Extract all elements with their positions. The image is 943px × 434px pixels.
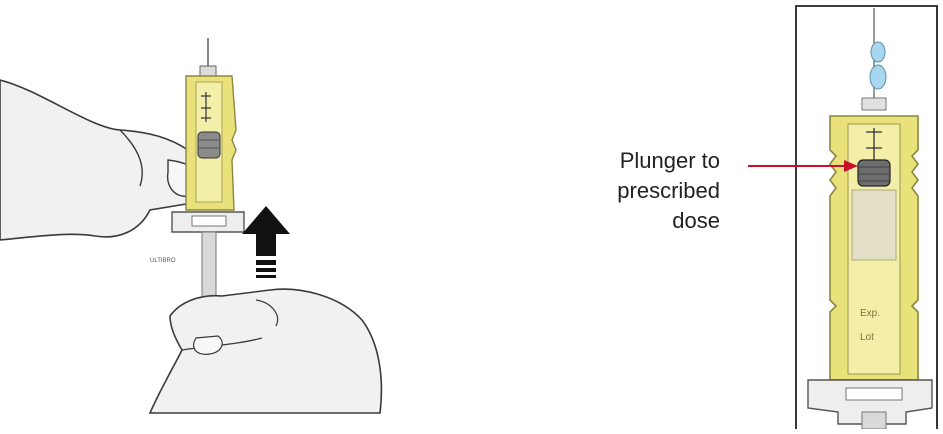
syringe-print: ULTIBRO: [150, 258, 176, 264]
lot-label: Lot: [860, 332, 874, 343]
droplet: [870, 65, 886, 89]
up-arrow-icon: [242, 206, 290, 278]
plunger-stopper: [858, 160, 890, 186]
left-figure: ULTIBRO: [0, 38, 381, 413]
droplet: [871, 42, 885, 62]
lower-hand: [150, 289, 381, 413]
right-figure: Exp. Lot: [748, 6, 937, 429]
callout-plunger-dose: Plunger to prescribed dose: [560, 146, 720, 236]
exp-label: Exp.: [860, 308, 880, 319]
callout-line-3: dose: [560, 206, 720, 236]
finger-nail: [194, 336, 222, 354]
callout-line-2: prescribed: [560, 176, 720, 206]
callout-line-1: Plunger to: [560, 146, 720, 176]
